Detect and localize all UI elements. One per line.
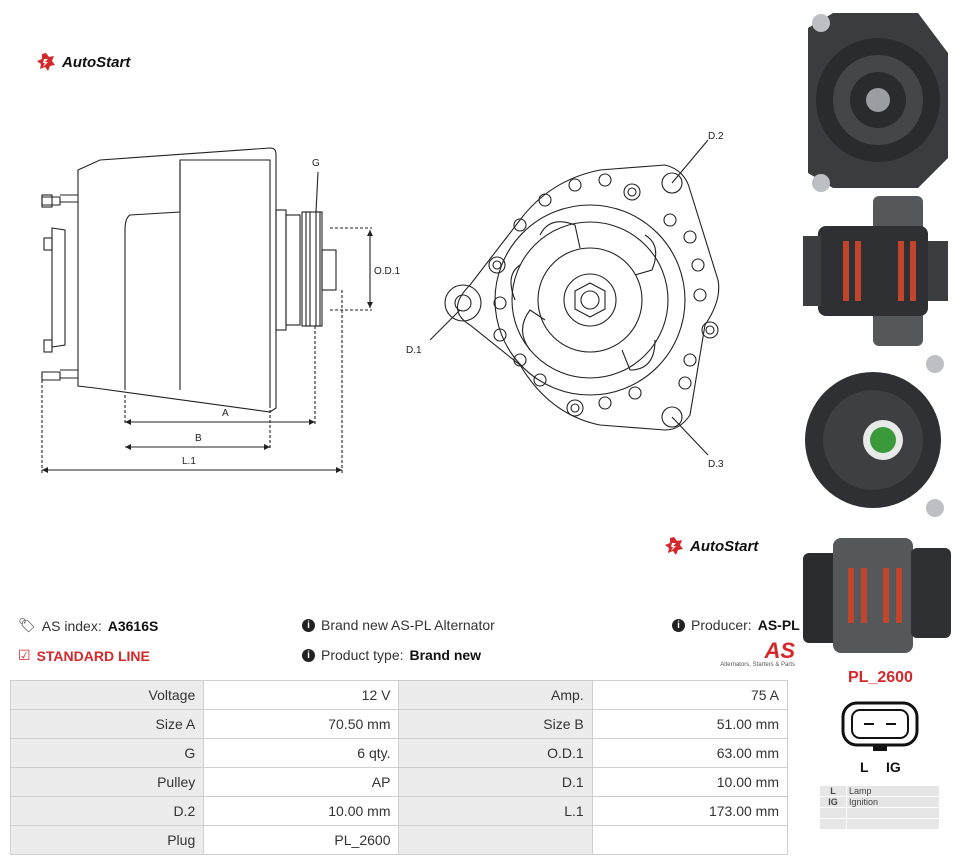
product-photo-rear — [803, 350, 953, 525]
legend-key — [820, 819, 846, 829]
brand-name: AutoStart — [62, 53, 131, 71]
spec-label: G — [9, 738, 205, 768]
product-photo-side — [803, 196, 953, 346]
spec-value: 6 qty. — [203, 738, 400, 768]
check-square-icon: ☑ — [18, 647, 31, 663]
product-photo-front — [803, 8, 953, 193]
spec-value: 10.00 mm — [203, 796, 400, 826]
spec-label: L.1 — [398, 796, 593, 826]
producer: i Producer: AS-PL — [672, 617, 800, 633]
legend-value — [847, 819, 939, 829]
plug-connector-icon: L IG — [841, 701, 919, 775]
dim-label-g: G — [312, 158, 320, 169]
as-index-value: A3616S — [107, 617, 159, 634]
pin-label-l: L — [860, 759, 869, 775]
spec-value — [591, 825, 789, 855]
aspl-tagline: Alternators, Starters & Parts — [720, 662, 795, 668]
spec-label: D.1 — [398, 767, 593, 797]
spec-value: 63.00 mm — [591, 738, 789, 768]
aspl-logo-mark: AS — [764, 638, 795, 663]
dim-label-d2: D.2 — [708, 131, 724, 142]
legend-value — [847, 808, 939, 818]
spec-label: Amp. — [398, 680, 593, 710]
spec-value: 173.00 mm — [591, 796, 789, 826]
legend-key: IG — [820, 797, 846, 807]
standard-line-badge: ☑ STANDARD LINE — [18, 647, 150, 664]
as-index-label: AS index: — [41, 617, 102, 634]
spec-value: PL_2600 — [203, 825, 400, 855]
legend-row — [820, 819, 939, 829]
dim-label-b: B — [195, 433, 202, 444]
legend-value: Lamp — [847, 786, 939, 796]
spec-value: 10.00 mm — [591, 767, 789, 797]
dim-label-d3: D.3 — [708, 459, 724, 470]
spec-label: Voltage — [9, 680, 205, 710]
as-index: 🏷︎ AS index: A3616S — [18, 617, 158, 634]
autostart-logo-icon — [665, 537, 683, 555]
spec-label: Plug — [9, 825, 205, 855]
spec-value: 70.50 mm — [203, 709, 400, 739]
dim-label-a: A — [222, 408, 229, 419]
spec-value: 75 A — [591, 680, 789, 710]
legend-key: L — [820, 786, 846, 796]
spec-value: AP — [203, 767, 400, 797]
info-icon: i — [302, 618, 315, 632]
legend-value: Ignition — [847, 797, 939, 807]
product-type-label: Product type: — [321, 647, 404, 663]
front-view-drawing: D.1 D.2 D.3 — [406, 131, 724, 470]
dim-label-d1: D.1 — [406, 345, 422, 356]
spec-label: O.D.1 — [398, 738, 593, 768]
producer-value: AS-PL — [757, 617, 800, 633]
brand-new-note: i Brand new AS-PL Alternator — [302, 617, 495, 633]
product-type-value: Brand new — [409, 647, 482, 663]
product-photo-angle — [803, 528, 953, 663]
spec-label: D.2 — [9, 796, 205, 826]
autostart-logo-icon — [37, 53, 55, 71]
dim-label-l1: L.1 — [182, 456, 196, 467]
producer-label: Producer: — [691, 617, 752, 633]
dim-label-od1: O.D.1 — [374, 266, 401, 277]
autostart-logo-bottom: AutoStart — [664, 536, 758, 556]
legend-row — [820, 808, 939, 818]
aspl-logo: AS Alternators, Starters & Parts — [705, 638, 795, 669]
spec-label: Size B — [398, 709, 593, 739]
plug-name: PL_2600 — [848, 669, 913, 686]
spec-label: Size A — [9, 709, 205, 739]
pin-label-ig: IG — [886, 759, 901, 775]
product-type: i Product type: Brand new — [302, 647, 481, 663]
spec-value: 12 V — [203, 680, 400, 710]
info-icon: i — [302, 648, 315, 662]
spec-value: 51.00 mm — [591, 709, 789, 739]
info-icon: i — [672, 618, 685, 632]
spec-label: Pulley — [9, 767, 205, 797]
legend-key — [820, 808, 846, 818]
autostart-logo-top: AutoStart — [36, 52, 130, 72]
spec-label — [398, 825, 593, 855]
tag-icon: 🏷︎ — [18, 617, 36, 633]
brand-new-text: Brand new AS-PL Alternator — [321, 617, 495, 633]
brand-name: AutoStart — [690, 537, 759, 555]
side-view-drawing: G O.D.1 A B L.1 — [41, 147, 401, 473]
standard-line-text: STANDARD LINE — [36, 647, 150, 664]
